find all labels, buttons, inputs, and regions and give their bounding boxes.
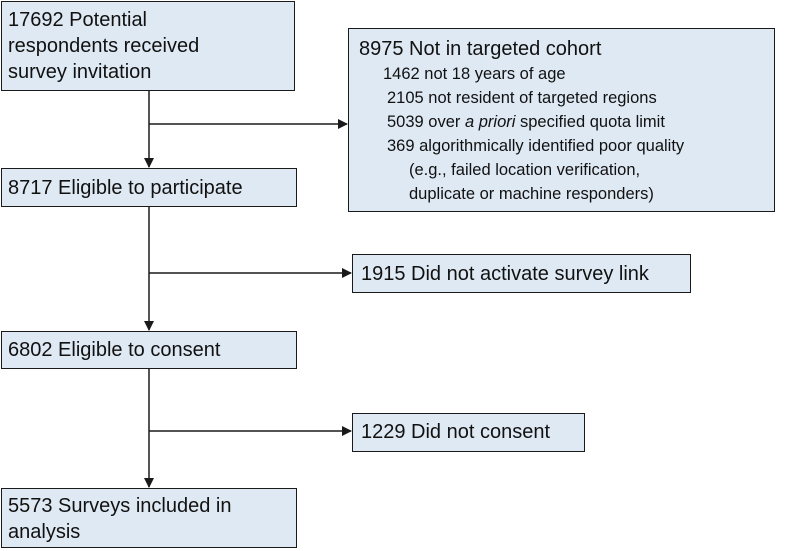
- eligible-label: 8717 Eligible to participate: [8, 177, 243, 199]
- eligible-to-consent-box: 6802 Eligible to consent: [1, 331, 297, 369]
- quota-text-pre: 5039 over: [387, 113, 465, 131]
- not-cohort-poor-quality: 369 algorithmically identified poor qual…: [387, 137, 685, 155]
- not-cohort-region: 2105 not resident of targeted regions: [387, 89, 657, 107]
- quota-text-a-priori: a priori: [464, 113, 516, 131]
- eligible-to-participate-box: 8717 Eligible to participate: [1, 168, 297, 207]
- not-activated-label: 1915 Did not activate survey link: [361, 263, 649, 285]
- surveys-included-box: 5573 Surveys included in analysis: [1, 488, 297, 548]
- potential-line-2: respondents received: [8, 35, 200, 57]
- not-cohort-quota: 5039 over a priori specified quota limit: [359, 110, 774, 134]
- did-not-activate-box: 1915 Did not activate survey link: [352, 254, 691, 293]
- included-line-1: 5573 Surveys included in: [8, 495, 232, 517]
- potential-respondents-box: 17692 Potential respondents received sur…: [1, 1, 295, 91]
- not-cohort-age: 1462 not 18 years of age: [383, 65, 566, 83]
- not-in-cohort-box: 8975 Not in targeted cohort 1462 not 18 …: [348, 28, 775, 212]
- potential-line-3: survey invitation: [8, 61, 152, 83]
- eligible-consent-label: 6802 Eligible to consent: [8, 339, 221, 361]
- not-cohort-example-1: (e.g., failed location verification,: [409, 161, 641, 179]
- included-line-2: analysis: [8, 521, 81, 543]
- did-not-consent-box: 1229 Did not consent: [352, 413, 585, 452]
- not-cohort-title: 8975 Not in targeted cohort: [359, 38, 602, 60]
- not-consented-label: 1229 Did not consent: [361, 421, 551, 443]
- not-cohort-example-2: duplicate or machine responders): [409, 185, 654, 203]
- quota-text-post: specified quota limit: [515, 113, 665, 131]
- potential-line-1: 17692 Potential: [8, 9, 148, 31]
